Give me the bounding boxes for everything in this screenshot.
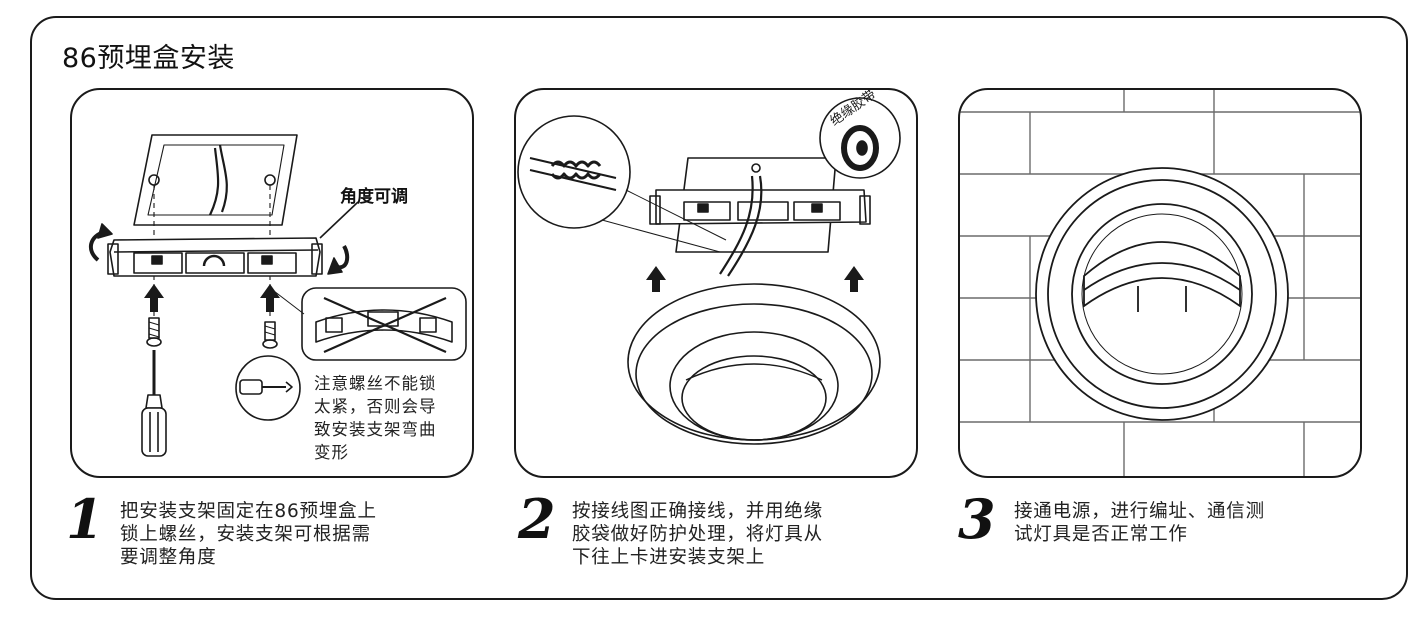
embedded-box	[133, 134, 298, 226]
warning-line: 注意螺丝不能锁	[314, 374, 437, 393]
step2-illustration: 绝缘胶带	[514, 88, 918, 478]
cross-mark-b	[323, 296, 447, 354]
angle-adjustable-label: 角度可调	[340, 187, 408, 207]
step1-line: 把安装支架固定在86预埋盒上	[120, 501, 377, 522]
screwdriver	[141, 350, 167, 457]
outer-frame	[30, 16, 1408, 600]
step-number-1: 1	[66, 487, 104, 551]
insulating-tape-badge	[819, 97, 901, 179]
tape-label: 绝缘胶带	[827, 90, 879, 129]
wire-1	[218, 144, 228, 213]
brick-wall	[960, 90, 1360, 476]
page-title: 86预埋盒安装	[62, 43, 235, 74]
wiring-drawing	[517, 97, 901, 445]
mounting-bracket	[107, 237, 323, 277]
step1-illustration: 角度可调 注意螺丝不能锁 太紧，否则会导 致安装支架弯曲 变形	[70, 88, 474, 478]
step3-line: 接通电源，进行编址、通信测	[1014, 501, 1265, 522]
warning-line: 致安装支架弯曲	[314, 420, 437, 439]
warning-line: 太紧，否则会导	[314, 397, 437, 416]
tape-text-layer: 绝缘胶带	[827, 90, 879, 129]
step2-line: 胶袋做好防护处理，将灯具从	[572, 524, 823, 545]
bracket-mount-drawing	[88, 134, 467, 457]
step1-description: 把安装支架固定在86预埋盒上 锁上螺丝，安装支架可根据需 要调整角度	[120, 500, 377, 569]
step2-line: 下往上卡进安装支架上	[572, 547, 766, 568]
step1-line: 要调整角度	[120, 547, 217, 568]
light-fixture	[627, 283, 881, 445]
wire-twist-magnifier	[517, 115, 631, 229]
step2-description: 按接线图正确接线，并用绝缘 胶袋做好防护处理，将灯具从 下往上卡进安装支架上	[572, 500, 823, 569]
wire-2	[209, 147, 220, 216]
warning-line: 变形	[314, 443, 349, 462]
step1-line: 锁上螺丝，安装支架可根据需	[120, 524, 371, 545]
step2-line: 按接线图正确接线，并用绝缘	[572, 501, 823, 522]
step3-line: 试灯具是否正常工作	[1014, 524, 1188, 545]
screw-left	[146, 317, 162, 347]
step3-illustration	[958, 88, 1362, 478]
screw-right	[262, 321, 278, 349]
ceiling-light	[1035, 167, 1289, 421]
step3-description: 接通电源，进行编址、通信测 试灯具是否正常工作	[1014, 500, 1265, 546]
installed-light-drawing	[960, 90, 1360, 476]
warning-callout: 注意螺丝不能锁 太紧，否则会导 致安装支架弯曲 变形	[314, 372, 437, 464]
step-number-3: 3	[958, 487, 996, 551]
step-number-2: 2	[518, 487, 556, 551]
